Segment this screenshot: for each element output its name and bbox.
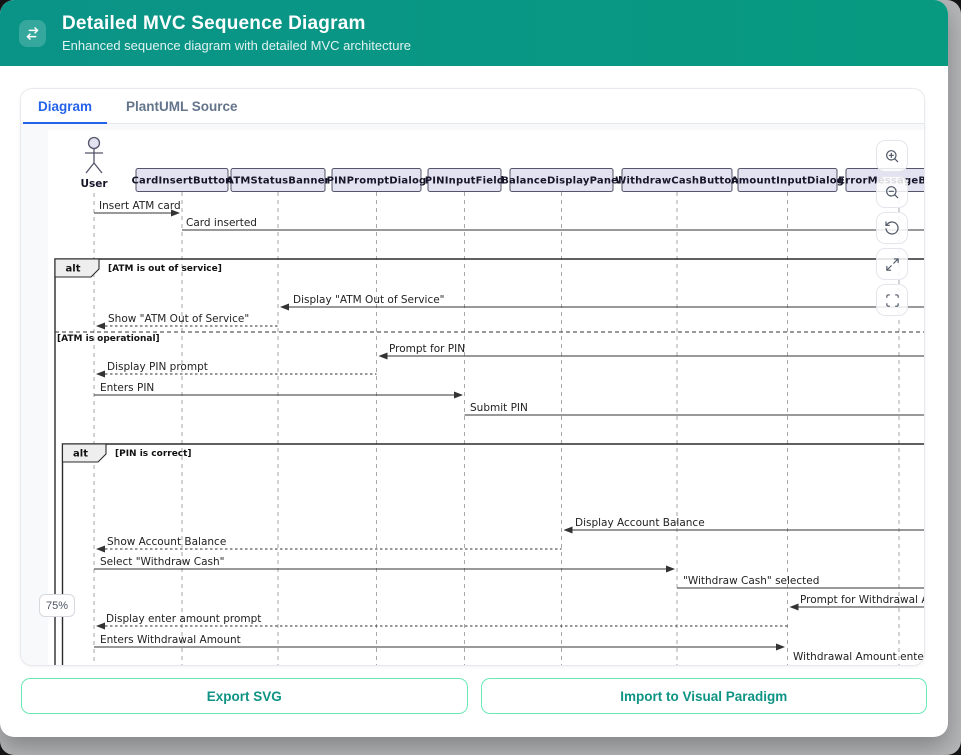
header-text: Detailed MVC Sequence Diagram Enhanced s… — [62, 13, 411, 53]
expand-button[interactable] — [876, 248, 908, 280]
swap-horizontal-icon — [19, 19, 46, 47]
diagram-panel: Diagram PlantUML Source — [20, 88, 925, 666]
message-label: Display enter amount prompt — [106, 613, 261, 625]
expand-icon — [885, 257, 899, 271]
tab-bar: Diagram PlantUML Source — [21, 89, 924, 124]
actor-user-icon — [85, 136, 103, 174]
action-bar: Export SVG Import to Visual Paradigm — [21, 678, 927, 714]
zoom-controls — [876, 140, 908, 316]
diagram-viewport[interactable]: User CardInsertButton ATMStatusBanner — [21, 124, 924, 665]
participant-card-insert-button: CardInsertButton — [132, 176, 233, 187]
message-label: Insert ATM card — [99, 200, 181, 212]
message-label: Show Account Balance — [107, 536, 226, 548]
tab-diagram[interactable]: Diagram — [21, 89, 109, 124]
participant-amount-input-dialog: AmountInputDialog — [731, 176, 844, 187]
message-label: "Withdraw Cash" selected — [683, 575, 819, 587]
fragment-guard: [ATM is out of service] — [108, 264, 222, 274]
participant-withdraw-cash-button: WithdrawCashButton — [615, 176, 738, 187]
export-svg-button[interactable]: Export SVG — [21, 678, 468, 714]
lifelines — [93, 192, 900, 665]
page-subtitle: Enhanced sequence diagram with detailed … — [62, 38, 412, 53]
message-label: Display PIN prompt — [107, 361, 208, 373]
fragment-guard: [PIN is correct] — [115, 449, 192, 459]
fullscreen-icon — [885, 293, 899, 307]
sequence-diagram: User CardInsertButton ATMStatusBanner — [48, 130, 924, 665]
message-label: Select "Withdraw Cash" — [100, 556, 224, 568]
import-visual-paradigm-button[interactable]: Import to Visual Paradigm — [480, 678, 927, 714]
alt-fragment-2: alt [PIN is correct] — [61, 443, 924, 665]
participant-atm-status-banner: ATMStatusBanner — [226, 176, 330, 187]
message-label: Enters PIN — [100, 382, 154, 394]
zoom-in-button[interactable] — [876, 140, 908, 172]
alt-fragment-1: alt [ATM is out of service] [ATM is oper… — [54, 258, 924, 665]
fullscreen-button[interactable] — [876, 284, 908, 316]
app-header: Detailed MVC Sequence Diagram Enhanced s… — [0, 0, 948, 66]
diagram-canvas — [48, 130, 924, 665]
tab-plantuml-source[interactable]: PlantUML Source — [126, 98, 238, 114]
message-label: Enters Withdrawal Amount — [100, 634, 241, 646]
rotate-ccw-icon — [885, 221, 899, 235]
zoom-level-badge: 75% — [39, 594, 75, 617]
participants: CardInsertButton ATMStatusBanner PINProm… — [132, 168, 924, 192]
participant-pin-input-field: PINInputField — [425, 176, 505, 187]
messages: Insert ATM card Card inserted Display "A… — [94, 200, 924, 665]
participant-pin-prompt-dialog: PINPromptDialog — [327, 176, 427, 187]
participant-balance-display-panel: BalanceDisplayPanel — [501, 176, 622, 187]
actor-label: User — [80, 178, 108, 190]
zoom-out-button[interactable] — [876, 176, 908, 208]
app-card: Detailed MVC Sequence Diagram Enhanced s… — [0, 0, 948, 737]
fragment-keyword: alt — [73, 449, 88, 460]
message-label: Display "ATM Out of Service" — [293, 294, 445, 306]
reset-view-button[interactable] — [876, 212, 908, 244]
page-title: Detailed MVC Sequence Diagram — [62, 13, 366, 34]
message-label: Prompt for Withdrawal Amount — [800, 594, 924, 606]
message-label: Card inserted — [186, 217, 257, 229]
message-label: Display Account Balance — [575, 517, 705, 529]
message-label: Prompt for PIN — [389, 343, 465, 355]
fragment-else-guard: [ATM is operational] — [57, 334, 160, 344]
message-label: Withdrawal Amount entered — [793, 651, 924, 663]
zoom-in-icon — [886, 150, 899, 163]
message-label: Show "ATM Out of Service" — [108, 313, 249, 325]
message-label: Submit PIN — [470, 402, 528, 414]
fragment-keyword: alt — [66, 264, 81, 275]
zoom-out-icon — [886, 186, 899, 199]
